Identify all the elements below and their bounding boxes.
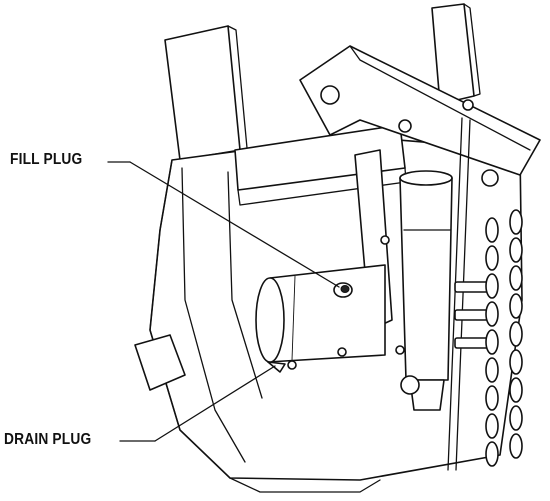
bolt-heads [287,235,405,370]
base-skid [134,334,381,493]
drain-plug-leader-line-diagonal [154,365,276,442]
horizontal-tank [255,264,386,363]
fill-plug-label: FILL PLUG [10,151,83,168]
hydraulic-cylinder [399,170,453,411]
left-upright-plate [164,25,248,161]
right-upright-plate [431,3,481,105]
hose-fittings [454,281,492,349]
lift-chain-left [485,217,499,467]
fill-plug-leader-line-diagonal [129,161,340,288]
drain-plug-label: DRAIN PLUG [4,431,92,448]
lift-chain-right [509,209,523,459]
overhead-arm [299,45,541,187]
support-rod [447,117,471,471]
